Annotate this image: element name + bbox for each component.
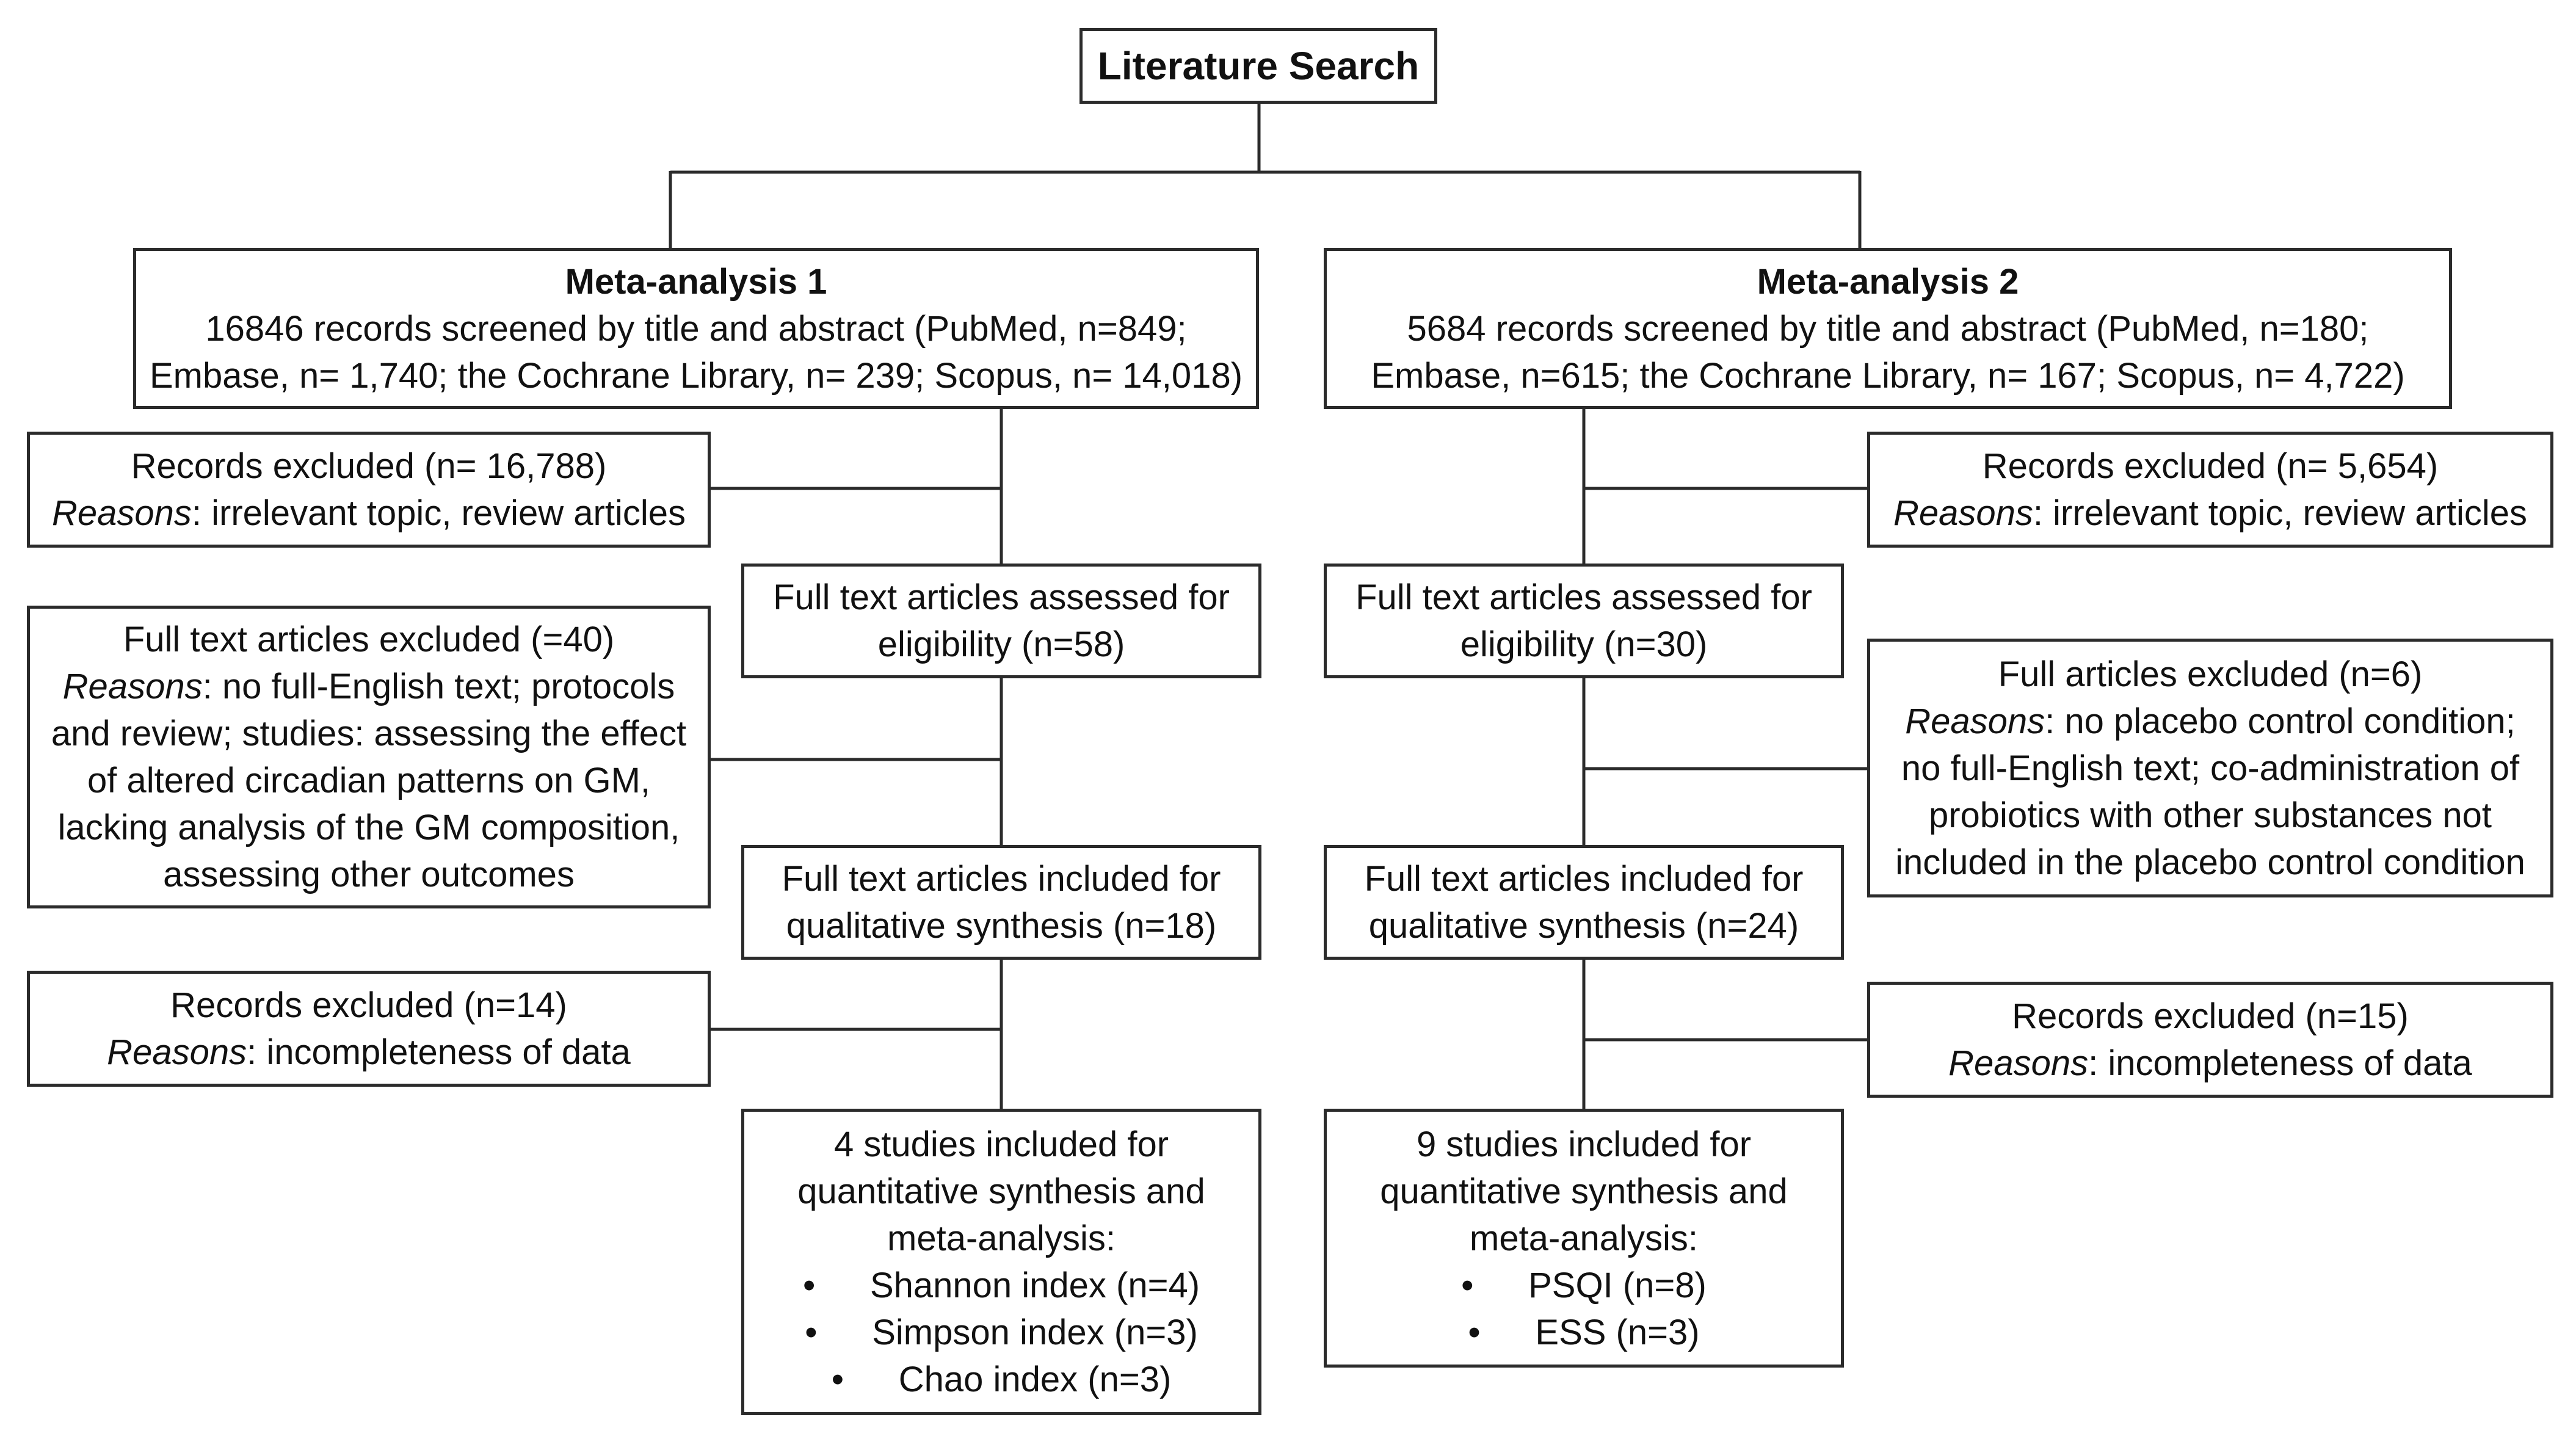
list-item-label: Simpson index (n=3)	[872, 1313, 1198, 1352]
meta1-included-line2: qualitative synthesis (n=18)	[786, 906, 1217, 946]
meta2-excluded3-line1: Records excluded (n=15)	[2012, 996, 2409, 1036]
meta1-excluded2-reasons: Reasons: no full-English text; protocols	[63, 663, 675, 710]
reasons-label: Reasons	[1905, 701, 2045, 741]
meta1-included-box: Full text articles included for qualitat…	[741, 845, 1261, 960]
list-item-label: Chao index (n=3)	[898, 1360, 1172, 1399]
meta1-excluded2-line6: assessing other outcomes	[163, 855, 575, 894]
bullet-icon: •	[805, 1313, 818, 1352]
literature-search-box: Literature Search	[1079, 28, 1437, 104]
reasons-label: Reasons	[62, 667, 203, 706]
meta2-assessed-line2: eligibility (n=30)	[1460, 625, 1708, 664]
meta1-excluded3-line1: Records excluded (n=14)	[170, 985, 567, 1025]
meta2-excluded2-line5: included in the placebo control conditio…	[1895, 842, 2525, 882]
meta1-excluded1-line1: Records excluded (n= 16,788)	[131, 446, 607, 486]
meta1-final-line2: quantitative synthesis and	[797, 1172, 1205, 1211]
reasons-text: : irrelevant topic, review articles	[2033, 493, 2527, 533]
meta2-excluded2-reasons: Reasons: no placebo control condition;	[1905, 698, 2516, 745]
reasons-label: Reasons	[52, 493, 192, 533]
meta1-excluded1-reasons: Reasons: irrelevant topic, review articl…	[52, 490, 686, 537]
meta2-excluded2-line4: probiotics with other substances not	[1928, 795, 2492, 835]
meta2-excluded2-line3: no full-English text; co-administration …	[1901, 748, 2520, 788]
meta2-assessed-line1: Full text articles assessed for	[1355, 578, 1812, 617]
meta2-final-line3: meta-analysis:	[1470, 1218, 1698, 1258]
meta2-screened-line2: Embase, n=615; the Cochrane Library, n= …	[1371, 355, 2405, 396]
list-item: • Shannon index (n=4)	[803, 1262, 1200, 1309]
meta1-screened-box: Meta-analysis 1 16846 records screened b…	[133, 248, 1259, 409]
meta2-excluded3-reasons: Reasons: incompleteness of data	[1948, 1040, 2472, 1087]
meta1-final-studies-box: 4 studies included for quantitative synt…	[741, 1109, 1261, 1415]
meta1-included-line1: Full text articles included for	[782, 859, 1221, 899]
meta2-final-list: • PSQI (n=8) • ESS (n=3)	[1461, 1262, 1707, 1356]
literature-search-title: Literature Search	[1097, 43, 1420, 88]
meta1-assessed-line1: Full text articles assessed for	[773, 578, 1230, 617]
meta2-final-line1: 9 studies included for	[1416, 1124, 1752, 1164]
meta2-final-studies-box: 9 studies included for quantitative synt…	[1324, 1109, 1844, 1368]
meta1-final-line1: 4 studies included for	[833, 1125, 1169, 1164]
meta1-fulltext-excluded-box: Full text articles excluded (=40) Reason…	[27, 606, 711, 908]
meta2-records-excluded-box: Records excluded (n= 5,654) Reasons: irr…	[1867, 432, 2553, 548]
meta2-screened-box: Meta-analysis 2 5684 records screened by…	[1324, 248, 2452, 409]
list-item: • PSQI (n=8)	[1461, 1262, 1707, 1309]
list-item-label: PSQI (n=8)	[1528, 1265, 1707, 1305]
meta1-screened-line2: Embase, n= 1,740; the Cochrane Library, …	[149, 355, 1243, 396]
list-item: • Chao index (n=3)	[803, 1356, 1200, 1403]
list-item: • Simpson index (n=3)	[803, 1309, 1200, 1356]
meta2-fulltext-excluded-box: Full articles excluded (n=6) Reasons: no…	[1867, 639, 2553, 897]
meta1-incomplete-excluded-box: Records excluded (n=14) Reasons: incompl…	[27, 971, 711, 1087]
meta1-excluded3-reasons: Reasons: incompleteness of data	[107, 1029, 631, 1076]
reasons-label: Reasons	[107, 1032, 247, 1072]
list-item: • ESS (n=3)	[1461, 1309, 1707, 1356]
reasons-label: Reasons	[1948, 1043, 2089, 1083]
meta2-excluded1-line1: Records excluded (n= 5,654)	[1982, 446, 2439, 486]
meta2-screened-line1: 5684 records screened by title and abstr…	[1407, 308, 2369, 349]
meta2-excluded2-line1: Full articles excluded (n=6)	[1998, 654, 2423, 694]
meta2-heading: Meta-analysis 2	[1757, 261, 2019, 302]
meta2-included-line1: Full text articles included for	[1364, 859, 1804, 899]
meta1-final-line3: meta-analysis:	[887, 1219, 1116, 1258]
meta1-excluded2-line5: lacking analysis of the GM composition,	[57, 808, 680, 847]
meta1-screened-line1: 16846 records screened by title and abst…	[205, 308, 1187, 349]
meta1-records-excluded-box: Records excluded (n= 16,788) Reasons: ir…	[27, 432, 711, 548]
reasons-text: : irrelevant topic, review articles	[191, 493, 686, 533]
reasons-text: : no full-English text; protocols	[202, 667, 675, 706]
reasons-text: : incompleteness of data	[247, 1032, 631, 1072]
bullet-icon: •	[831, 1360, 844, 1399]
meta2-assessed-box: Full text articles assessed for eligibil…	[1324, 564, 1844, 678]
meta1-excluded2-line1: Full text articles excluded (=40)	[123, 620, 615, 659]
bullet-icon: •	[1461, 1265, 1474, 1305]
meta1-excluded2-line3: and review; studies: assessing the effec…	[51, 714, 687, 753]
meta1-excluded2-line4: of altered circadian patterns on GM,	[87, 761, 651, 800]
reasons-text: : no placebo control condition;	[2045, 701, 2516, 741]
meta1-final-list: • Shannon index (n=4) • Simpson index (n=3…	[803, 1262, 1200, 1403]
meta2-excluded1-reasons: Reasons: irrelevant topic, review articl…	[1893, 490, 2527, 537]
list-item-label: ESS (n=3)	[1535, 1312, 1700, 1352]
meta2-incomplete-excluded-box: Records excluded (n=15) Reasons: incompl…	[1867, 982, 2553, 1098]
meta2-included-line2: qualitative synthesis (n=24)	[1368, 906, 1799, 946]
bullet-icon: •	[1468, 1312, 1481, 1352]
meta1-assessed-line2: eligibility (n=58)	[877, 625, 1125, 664]
meta1-assessed-box: Full text articles assessed for eligibil…	[741, 564, 1261, 678]
reasons-label: Reasons	[1893, 493, 2033, 533]
meta2-included-box: Full text articles included for qualitat…	[1324, 845, 1844, 960]
list-item-label: Shannon index (n=4)	[869, 1266, 1200, 1305]
bullet-icon: •	[802, 1266, 816, 1305]
reasons-text: : incompleteness of data	[2088, 1043, 2472, 1083]
meta2-final-line2: quantitative synthesis and	[1380, 1171, 1788, 1211]
meta1-heading: Meta-analysis 1	[565, 261, 827, 302]
